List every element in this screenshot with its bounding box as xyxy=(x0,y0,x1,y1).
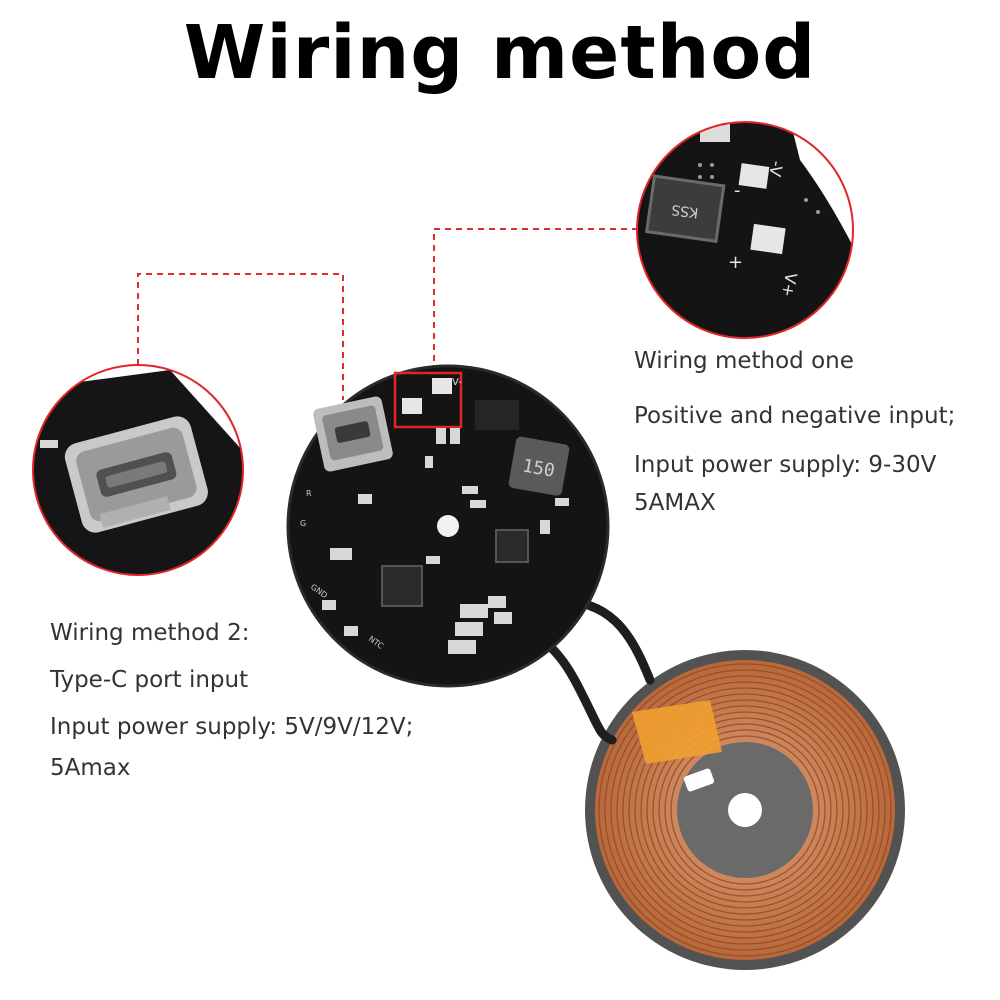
method-two-line-3: 5Amax xyxy=(50,755,131,781)
mcu-chip xyxy=(381,565,423,607)
svg-text:-V: -V xyxy=(765,159,786,178)
svg-text:V-: V- xyxy=(452,377,462,388)
svg-text:KSS: KSS xyxy=(670,201,699,221)
usb-c-port xyxy=(313,396,393,472)
page-title: Wiring method xyxy=(183,10,817,96)
ic-chip-top xyxy=(475,400,519,430)
svg-text:-: - xyxy=(734,180,741,201)
zoom-callout-usb-c xyxy=(32,364,244,576)
svg-text:G: G xyxy=(300,519,306,528)
svg-text:V+: V+ xyxy=(778,271,801,298)
charging-coil xyxy=(585,650,926,970)
method-one-line-3: 5AMAX xyxy=(634,490,716,516)
method-one-line-2: Input power supply: 9-30V xyxy=(634,452,937,478)
pad-v-plus xyxy=(402,398,422,414)
method-two-line-1: Type-C port input xyxy=(50,667,249,693)
pad-highlight-box xyxy=(393,371,463,429)
method-one-line-1: Positive and negative input; xyxy=(634,403,956,429)
pcb-board: V- 150 xyxy=(286,364,610,688)
svg-text:+: + xyxy=(728,252,743,273)
callout-connector-left xyxy=(137,273,344,400)
mounting-hole xyxy=(437,515,459,537)
callout-connector-right xyxy=(433,228,640,372)
method-two-line-2: Input power supply: 5V/9V/12V; xyxy=(50,714,414,740)
method-two-heading: Wiring method 2: xyxy=(50,620,250,646)
ic-chip-right xyxy=(495,529,529,563)
zoom-callout-power-pads: KSS -V V+ - + xyxy=(636,121,854,339)
inductor: 150 xyxy=(508,436,570,496)
svg-text:R: R xyxy=(306,489,312,498)
pad-v-minus xyxy=(432,378,452,394)
method-one-heading: Wiring method one xyxy=(634,348,854,374)
